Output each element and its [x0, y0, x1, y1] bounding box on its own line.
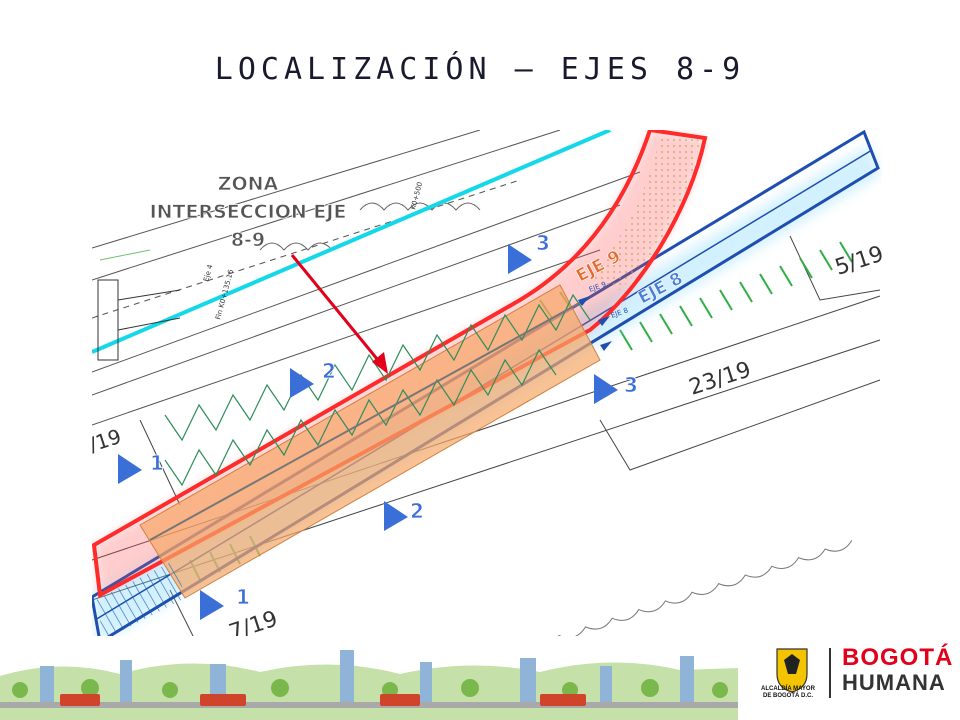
section-marker-2-top-triangle — [290, 368, 314, 398]
page-title: LOCALIZACIÓN – EJES 8-9 — [214, 52, 746, 87]
buildings — [40, 650, 694, 706]
left-structure — [97, 249, 181, 361]
section-marker-1-top-triangle — [118, 454, 142, 484]
tree-line-lower — [425, 540, 853, 650]
lot-label-5-19: 5/19 — [832, 242, 887, 281]
direction-chevrons — [578, 296, 612, 351]
section-marker-2-bottom-triangle — [384, 501, 408, 531]
section-marker-1-bottom-triangle — [200, 590, 224, 620]
parcel-lines — [92, 235, 881, 650]
road-lines-upper — [92, 130, 641, 426]
buses — [60, 694, 586, 706]
trees — [12, 679, 728, 698]
section-marker-1-top-label: 1 — [150, 451, 164, 475]
chainage-k0-500: K0+500 — [409, 181, 424, 210]
ramp-dotted-fill — [590, 135, 700, 290]
escudo-caption-2: DE BOGOTÁ D.C. — [762, 693, 813, 699]
bridge-centerline — [149, 299, 586, 541]
bogota-logo-text: BOGOTÁ — [842, 644, 954, 671]
truss-zigzag-2 — [164, 348, 557, 487]
section-marker-1-bottom-label: 1 — [236, 585, 250, 609]
section-marker-3-bottom-triangle — [594, 374, 618, 404]
section-marker-2-top-label: 2 — [322, 359, 336, 383]
eje4-label: Eje 4 — [202, 263, 214, 282]
logo-separator — [829, 648, 831, 698]
zone-label-line3: 8-9 — [231, 229, 265, 251]
eje4-end-label: Fin K0+135.16 — [214, 268, 235, 320]
lot-label-23-19: 23/19 — [686, 357, 754, 400]
pointer-arrow — [290, 254, 388, 374]
escudo-icon — [776, 648, 808, 693]
hatched-access — [96, 560, 185, 640]
city-footer-strip — [0, 636, 960, 720]
cyan-boundary-line — [92, 130, 611, 354]
escudo-caption: ALCALDÍA MAYOR DE BOGOTÁ D.C. — [754, 686, 822, 700]
plan-content: 5/19 23/19 /19 7/19 K0+500 Eje 4 Fin K0+… — [86, 130, 887, 650]
section-marker-3-bottom-label: 3 — [624, 373, 638, 397]
road-strip — [0, 702, 740, 708]
section-marker-3-top-label: 3 — [536, 231, 550, 255]
escudo-caption-1: ALCALDÍA MAYOR — [761, 686, 815, 692]
tree-line-upper — [259, 202, 481, 251]
eje9-outline — [92, 130, 708, 599]
intersection-zone-band — [140, 285, 600, 598]
zone-label: ZONA INTERSECCION EJE 8-9 — [149, 173, 347, 252]
zone-label-line1: ZONA — [218, 173, 279, 195]
section-marker-3-top-triangle — [508, 244, 532, 274]
zone-label-line2: INTERSECCION EJE — [150, 201, 347, 223]
section-markers: 1 1 2 2 3 3 — [118, 231, 638, 620]
section-marker-2-bottom-label: 2 — [410, 499, 424, 523]
lot-label-19: /19 — [86, 424, 124, 457]
humana-logo-text: HUMANA — [842, 670, 946, 695]
logos-area — [738, 636, 960, 720]
